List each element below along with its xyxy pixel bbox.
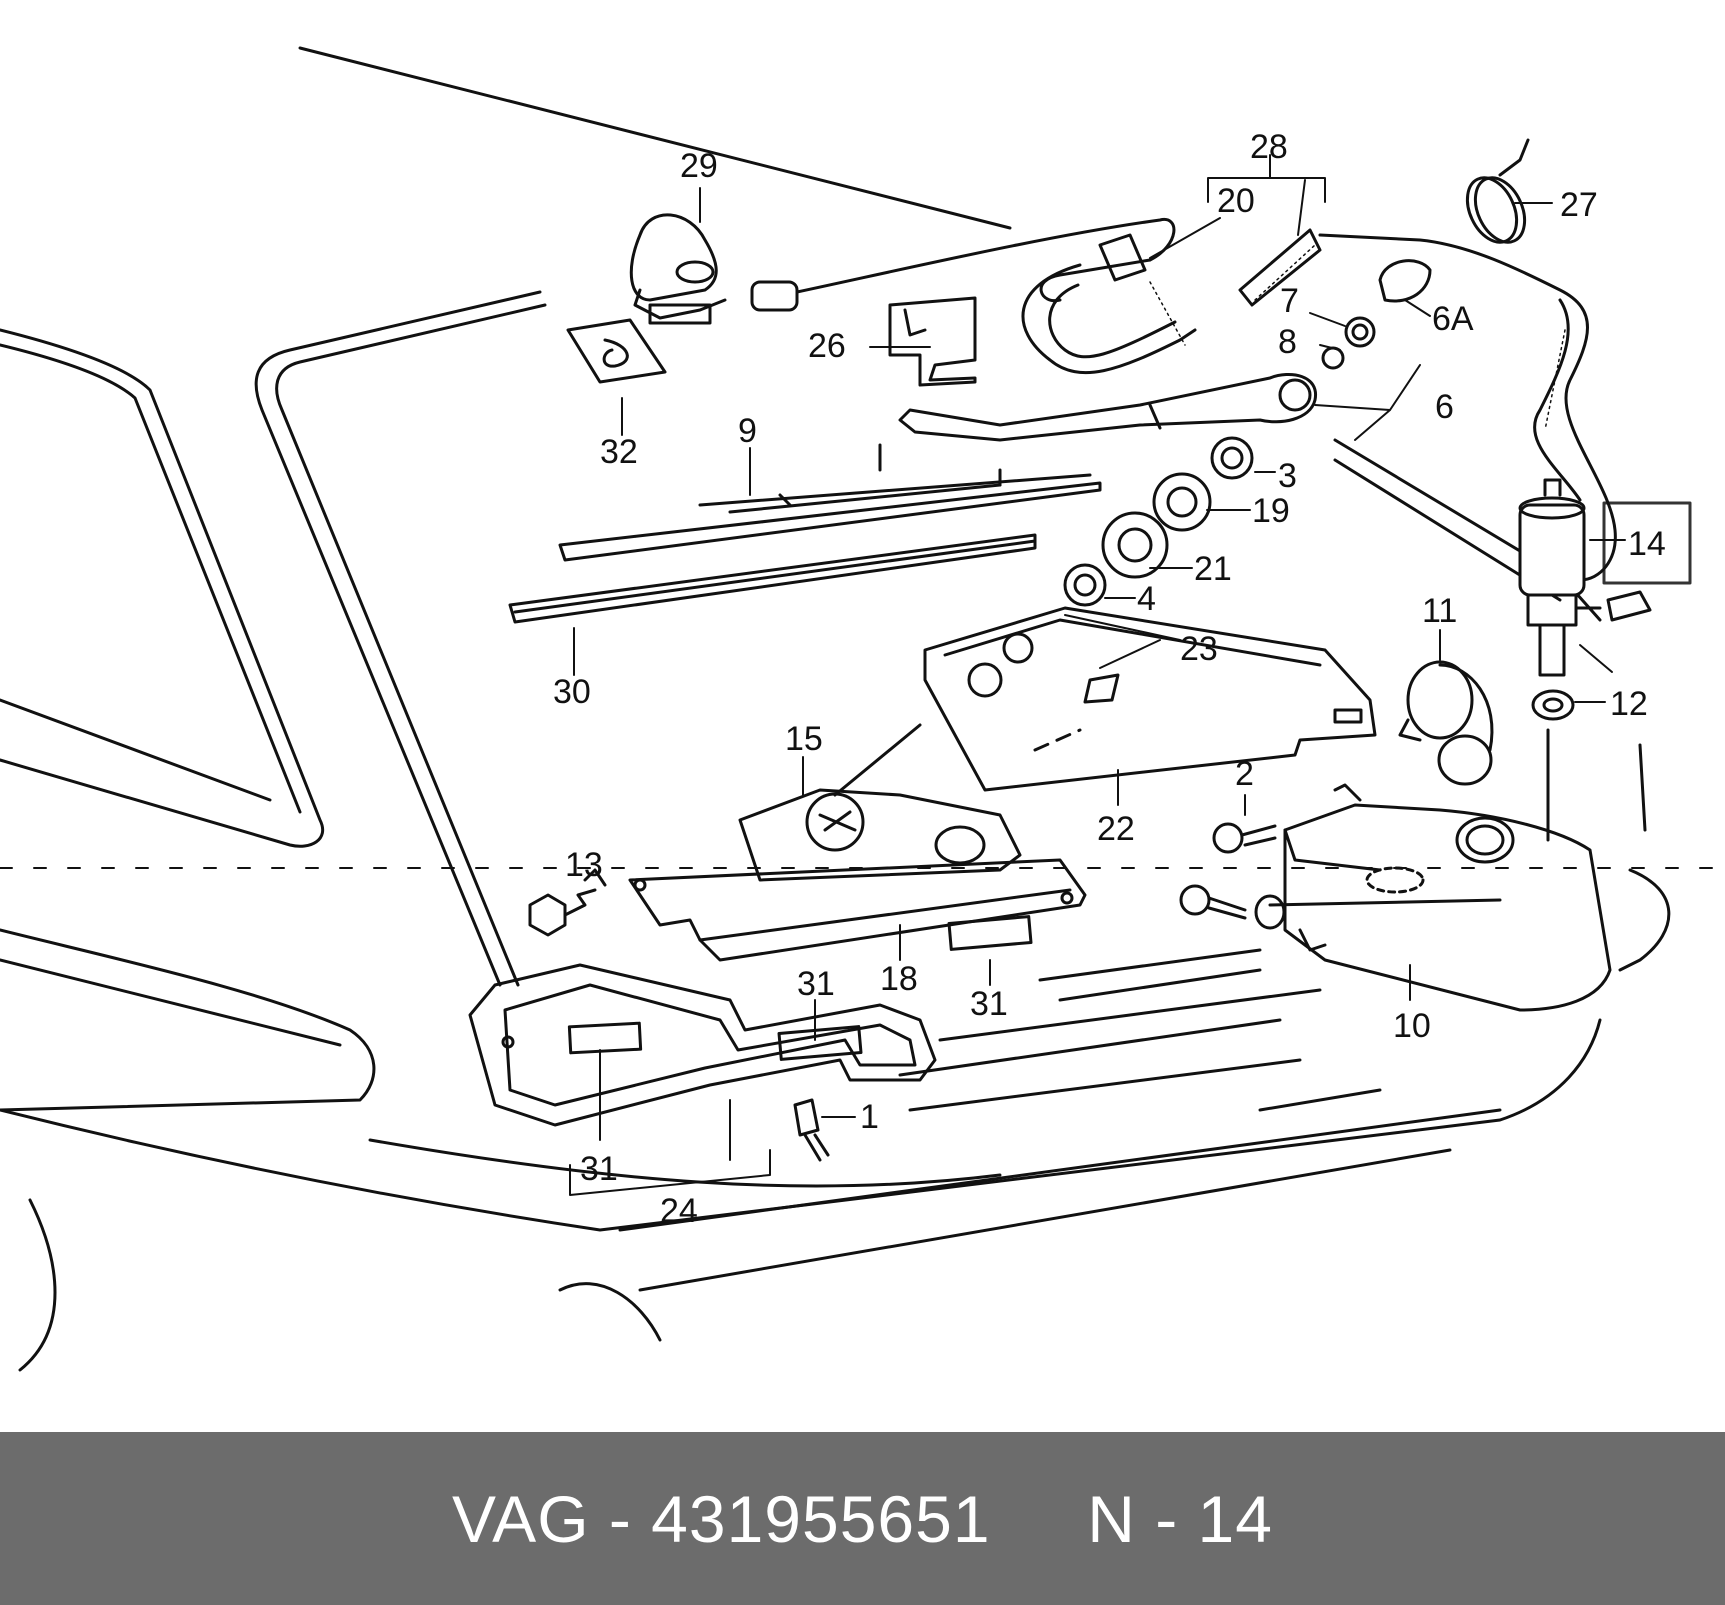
part-hose-clip	[888, 296, 977, 387]
callout-31a: 31	[970, 985, 1008, 1023]
part-foam-pads	[567, 915, 1033, 1061]
callout-30: 30	[553, 673, 591, 711]
part-push-rivet	[793, 1098, 830, 1162]
callout-32: 32	[600, 433, 638, 471]
callout-10: 10	[1393, 1007, 1431, 1045]
callout-23: 23	[1180, 630, 1218, 668]
callout-20: 20	[1217, 182, 1255, 220]
part-bolt	[528, 868, 607, 937]
part-mounting-stack	[1063, 436, 1254, 607]
part-washer-nozzle	[629, 213, 727, 325]
callout-6a: 6A	[1432, 300, 1474, 338]
callout-31c: 31	[580, 1150, 618, 1188]
callout-8: 8	[1278, 323, 1297, 361]
callout-12: 12	[1610, 685, 1648, 723]
exploded-parts-diagram: 29 28 20 27 7 6A 26 8 32 9 6 3 19 14 21 …	[0, 46, 1725, 1372]
part-wiper-motor	[738, 723, 1022, 882]
callout-27: 27	[1560, 186, 1598, 224]
callout-9: 9	[738, 412, 757, 450]
callout-4: 4	[1137, 580, 1156, 618]
callout-22: 22	[1097, 810, 1135, 848]
callout-3: 3	[1278, 457, 1297, 495]
part-wiper-arm	[898, 373, 1317, 442]
part-gasket	[566, 318, 667, 384]
part-motor-bracket	[628, 858, 1087, 962]
part-number-footer: VAG - 431955651 N - 14	[0, 1432, 1725, 1605]
part-hose-clamp	[1465, 138, 1530, 244]
part-nut-cap	[1321, 259, 1432, 370]
callout-31b: 31	[797, 965, 835, 1003]
part-number-text: VAG - 431955651 N - 14	[452, 1481, 1273, 1556]
callout-11: 11	[1422, 592, 1457, 630]
callout-24: 24	[660, 1192, 698, 1230]
callout-labels: 29 28 20 27 7 6A 26 8 32 9 6 3 19 14 21 …	[553, 128, 1666, 1230]
callout-29: 29	[680, 147, 718, 185]
part-washer-pump	[1518, 478, 1652, 677]
callout-15: 15	[785, 720, 823, 758]
car-body-outline	[0, 46, 1725, 1372]
part-cover-tray	[468, 963, 937, 1127]
highlight-box-14	[1602, 501, 1692, 585]
callout-18: 18	[880, 960, 918, 998]
part-screws	[1179, 822, 1286, 930]
callout-14: 14	[1628, 525, 1666, 563]
part-blade-rubber	[508, 533, 1037, 624]
leader-lines	[569, 154, 1626, 1196]
callout-26: 26	[808, 327, 846, 365]
part-grommet	[1531, 689, 1575, 842]
callout-1: 1	[860, 1098, 879, 1136]
callout-2: 2	[1235, 755, 1254, 793]
callout-19: 19	[1252, 492, 1290, 530]
callout-21: 21	[1194, 550, 1232, 588]
part-trim-panel	[923, 606, 1377, 792]
part-washer-hose	[750, 218, 1617, 584]
callout-7: 7	[1280, 282, 1299, 320]
part-filler-cap	[1398, 660, 1494, 752]
callout-6: 6	[1435, 388, 1454, 426]
part-wiper-blade	[558, 443, 1102, 562]
part-washer-reservoir	[1283, 734, 1612, 1012]
callout-28: 28	[1250, 128, 1288, 166]
callout-13: 13	[565, 846, 603, 884]
